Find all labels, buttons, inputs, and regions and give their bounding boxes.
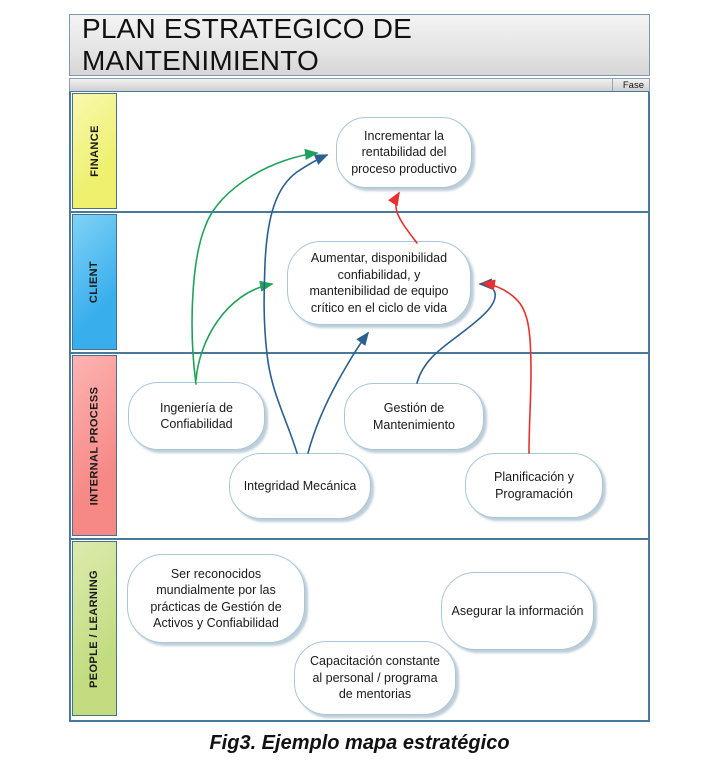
node-asegurar-informacion: Asegurar la información bbox=[441, 572, 594, 650]
lane-label-finance: FINANCE bbox=[72, 93, 117, 209]
lane-label-people-learning: PEOPLE / LEARNING bbox=[72, 541, 117, 716]
node-ser-reconocidos: Ser reconocidos mundialmente por las prá… bbox=[127, 554, 305, 643]
lane-label-internal-process: INTERNAL PROCESS bbox=[72, 355, 117, 536]
node-integridad-mecanica: Integridad Mecánica bbox=[229, 453, 371, 519]
lane-label-text: CLIENT bbox=[88, 260, 101, 304]
node-capacitacion-constante: Capacitación constante al personal / pro… bbox=[294, 641, 456, 715]
node-gestion-mantenimiento: Gestión de Mantenimiento bbox=[344, 383, 484, 450]
diagram-title-bar: PLAN ESTRATEGICO DE MANTENIMIENTO bbox=[69, 13, 650, 76]
lane-label-text: FINANCE bbox=[88, 125, 101, 177]
lane-people-learning: PEOPLE / LEARNING bbox=[71, 540, 648, 718]
node-aumentar-disponibilidad: Aumentar, disponibilidad confiabilidad, … bbox=[287, 241, 471, 325]
node-incrementar-rentabilidad: Incrementar la rentabilidad del proceso … bbox=[336, 117, 472, 188]
lane-label-text: INTERNAL PROCESS bbox=[88, 386, 101, 505]
phase-bar: Fase bbox=[69, 78, 650, 93]
lane-finance: FINANCE bbox=[71, 92, 648, 213]
node-ingenieria-confiabilidad: Ingeniería de Confiabilidad bbox=[128, 382, 265, 450]
page-title: PLAN ESTRATEGICO DE MANTENIMIENTO bbox=[82, 13, 413, 76]
lane-label-text: PEOPLE / LEARNING bbox=[88, 569, 101, 688]
lane-internal-process: INTERNAL PROCESS bbox=[71, 354, 648, 540]
node-planificacion-programacion: Planificación y Programación bbox=[465, 453, 603, 518]
lane-label-client: CLIENT bbox=[72, 214, 117, 350]
phase-label: Fase bbox=[611, 79, 649, 91]
figure-caption: Fig3. Ejemplo mapa estratégico bbox=[209, 732, 510, 754]
